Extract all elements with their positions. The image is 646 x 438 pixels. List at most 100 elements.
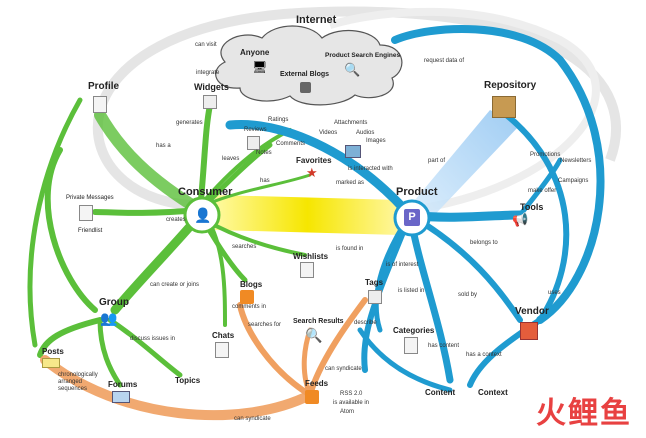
edge-can-visit: can visit (195, 42, 217, 48)
rss-icon (305, 390, 319, 404)
image-icon (345, 145, 361, 158)
edge-part-of: part of (428, 158, 446, 164)
repository-wedge (415, 110, 520, 225)
edge-searches-for: searches for (248, 322, 282, 328)
message-icon (79, 205, 93, 221)
friendlist-label: Friendlist (78, 228, 103, 234)
edge-has: has (260, 178, 270, 184)
edge-uses: uses (548, 290, 561, 296)
profile-label: Profile (88, 81, 120, 92)
chats-icon (215, 342, 229, 358)
rss-version-label: RSS 2.0 (340, 391, 363, 397)
group-label: Group (99, 297, 129, 308)
magnifier-icon: 🔍 (344, 62, 361, 77)
vendor-label: Vendor (515, 306, 549, 317)
blogs-label: Blogs (240, 280, 263, 289)
private-messages-label: Private Messages (66, 195, 114, 201)
document-icon (93, 96, 107, 113)
tags-label: Tags (365, 278, 384, 287)
edge-describe: describe (354, 320, 377, 326)
edge-generates: generates (176, 120, 203, 126)
edge-sold-by: sold by (458, 292, 478, 298)
edge-make-offer: make offer (528, 188, 557, 194)
forums-icon (112, 391, 130, 403)
categories-label: Categories (393, 326, 435, 335)
edge-comments-in: comments in (232, 304, 267, 310)
edge-marked-as: marked as (336, 180, 365, 186)
consumer-label: Consumer (178, 186, 233, 198)
videos-label: Videos (319, 130, 338, 136)
tags-icon (368, 290, 382, 304)
internet-cloud (215, 25, 403, 106)
images-label: Images (366, 138, 386, 144)
reviews-icon (247, 136, 260, 150)
star-icon: ★ (306, 165, 318, 180)
edge-integrate: integrate (196, 70, 220, 76)
categories-icon (404, 337, 418, 354)
widgets-label: Widgets (194, 82, 229, 92)
edge-belongs-to: belongs to (470, 240, 498, 246)
product-label: Product (396, 186, 438, 198)
ratings-label: Ratings (268, 117, 289, 123)
edge-has-content: has content (428, 343, 460, 349)
wishlist-icon (300, 262, 314, 278)
comments-label: Comments (276, 141, 306, 147)
cloud-anyone: Anyone (240, 48, 270, 57)
promotions-label: Promotions (530, 152, 561, 158)
edge-is-of-interest: is of interest (386, 262, 419, 268)
edge-chronologically-arranged: chronologically arranged sequences (58, 372, 98, 392)
edge-can-create-or-joins: can create or joins (150, 282, 200, 288)
cloud-search-engines: Product Search Engines (325, 52, 401, 59)
edge-is-available-in: is available in (333, 400, 370, 406)
topics-label: Topics (175, 376, 201, 385)
person-icon: 👤 (194, 207, 212, 223)
context-label: Context (478, 388, 508, 397)
reviews-label: Reviews (244, 127, 267, 133)
widget-icon (203, 95, 217, 109)
edge-can-syndicate: can syndicate (325, 366, 362, 372)
notes-label: Notes (256, 150, 272, 156)
edge-interacts-with: is interacted with (348, 166, 393, 172)
edge-is-listed-in: is listed in (398, 288, 425, 294)
green-spokes (27, 97, 312, 388)
feeds-label: Feeds (305, 379, 329, 388)
search-results-label: Search Results (293, 318, 344, 325)
posts-label: Posts (42, 347, 64, 356)
audios-label: Audios (356, 130, 375, 136)
cloud-external-blogs: External Blogs (280, 71, 330, 78)
boxes-icon (492, 96, 516, 118)
product-p-icon: P (404, 209, 420, 226)
edge-discuss-issues-in: discuss issues in (130, 336, 176, 342)
outer-loop-right (328, 7, 600, 214)
edge-creates: creates (166, 217, 186, 223)
content-label: Content (425, 388, 456, 397)
edge-is-found-in: is found in (336, 246, 364, 252)
store-icon (520, 322, 538, 340)
posts-icon (42, 358, 60, 368)
tools-label: Tools (520, 202, 544, 212)
consumer-product-band (215, 195, 400, 235)
favorites-label: Favorites (296, 156, 332, 165)
edge-searches: searches (232, 244, 257, 250)
edge-leaves: leaves (222, 156, 240, 162)
edge-request-data-of: request data of (424, 58, 465, 64)
repository-label: Repository (484, 80, 537, 91)
atom-label: Atom (340, 409, 355, 415)
orange-spokes (40, 297, 368, 421)
attachments-label: Attachments (334, 120, 368, 126)
internet-label: Internet (296, 14, 337, 26)
newsletters-label: Newsletters (560, 158, 592, 164)
edge-can-syndicate-2: can syndicate (234, 416, 271, 422)
campaigns-label: Campaigns (558, 178, 589, 184)
forums-label: Forums (108, 380, 138, 389)
edge-has-context: has a context (466, 352, 502, 358)
chats-label: Chats (212, 331, 235, 340)
computer-icon: 🖥 (252, 60, 268, 74)
blogger-icon (240, 290, 254, 304)
megaphone-icon: 📢 (512, 212, 529, 227)
edge-has-a: has a (156, 143, 171, 149)
watermark: 火鲤鱼 (536, 397, 632, 430)
consumer-hub-ring (183, 196, 221, 234)
